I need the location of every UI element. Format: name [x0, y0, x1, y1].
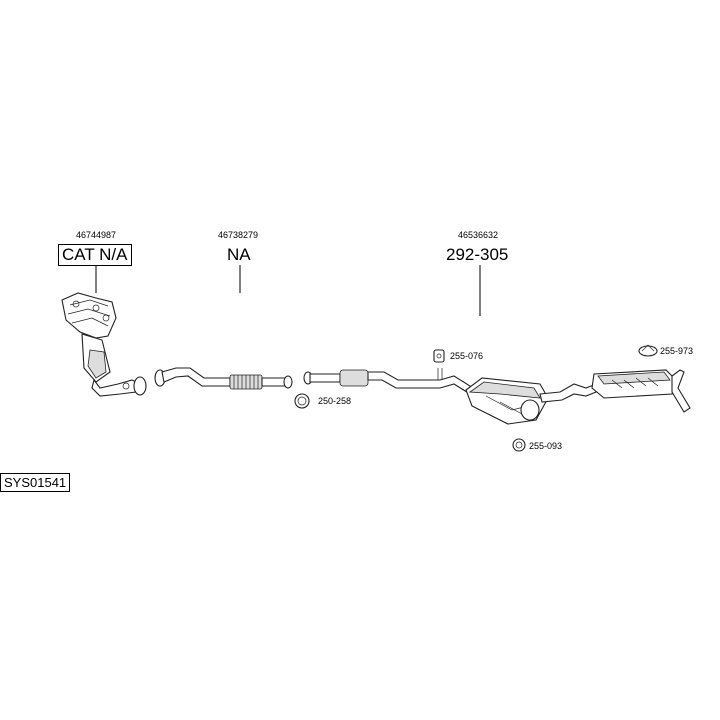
part-label-cat[interactable]: CAT N/A — [58, 244, 132, 266]
fitting-code-ring[interactable]: 255-093 — [529, 441, 563, 451]
rear-silencer-section — [303, 368, 691, 425]
rubber-hanger-icon — [433, 349, 445, 363]
part-label-front-pipe[interactable]: NA — [227, 245, 251, 264]
mounting-kit-icon — [638, 344, 658, 357]
exhaust-manifold-catalyst — [61, 292, 147, 397]
fitting-code-mounting-kit[interactable]: 255-973 — [660, 346, 694, 356]
part-label-rear-section[interactable]: 292-305 — [446, 245, 509, 264]
front-pipe-flex — [154, 367, 293, 390]
fitting-code-clamp[interactable]: 250-258 — [318, 396, 352, 406]
system-code-label: SYS01541 — [0, 473, 71, 492]
oem-number-part-1: 46744987 — [76, 230, 117, 240]
rubber-ring-icon — [512, 438, 526, 452]
oem-number-part-2: 46738279 — [218, 230, 259, 240]
oem-number-part-3: 46536632 — [458, 230, 499, 240]
fitting-code-hanger[interactable]: 255-076 — [450, 351, 484, 361]
clamp-icon — [294, 393, 310, 409]
